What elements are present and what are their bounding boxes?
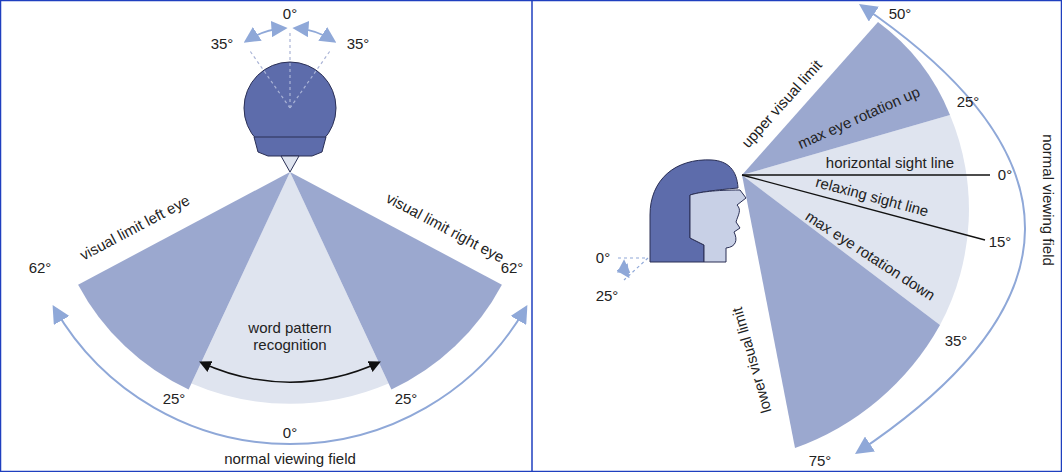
horizontal-line [742,174,990,175]
angle-value: 25° [957,94,980,111]
angle-value: 0° [998,167,1012,184]
head-jaw [254,137,326,156]
nose [281,156,299,172]
line-label: relaxing sight line [814,174,930,220]
face [690,190,746,262]
limit-label: visual limit left eye [77,192,192,264]
tilt-line [624,258,648,280]
angle-value: 0° [283,425,297,442]
viewing-field-arrow [54,308,525,444]
angle-value: 35° [211,36,234,53]
field-label: normal viewing field [224,451,356,468]
sight-line-dotted [250,51,290,108]
rotation-arrow [296,28,334,41]
sight-line-dotted [290,51,330,108]
tilt-line [618,257,648,258]
relaxing-line [742,175,985,240]
line-label: horizontal sight line [826,155,954,172]
left-eye-wedge [78,172,290,390]
limit-label: lower visual limit [729,305,775,415]
angle-value: 35° [347,36,370,53]
viewing-field-arrow [858,6,1025,452]
zone-label: word pattern recognition [215,320,365,353]
angle-value: 0° [283,6,297,23]
zone-label: max eye rotation up [795,84,922,153]
limit-label: visual limit right eye [383,190,506,266]
tilt-arrow [624,262,628,276]
angle-value: 0° [596,250,610,267]
panel-divider [531,0,533,472]
field-label: normal viewing field [1040,134,1057,266]
angle-value: 35° [945,333,968,350]
sight-line-dotted [289,30,290,108]
angle-value: 62° [29,260,52,277]
angle-value: 25° [596,288,619,305]
upper-wedge [742,22,950,175]
rotation-arrow [246,28,284,41]
zone-label: max eye rotation down [802,208,938,304]
angle-value: 25° [395,391,418,408]
angle-value: 50° [889,6,912,23]
angle-value: 15° [989,234,1012,251]
recognition-arrow [201,363,378,383]
angle-value: 25° [163,391,186,408]
angle-value: 75° [809,453,832,470]
angle-value: 62° [501,260,524,277]
